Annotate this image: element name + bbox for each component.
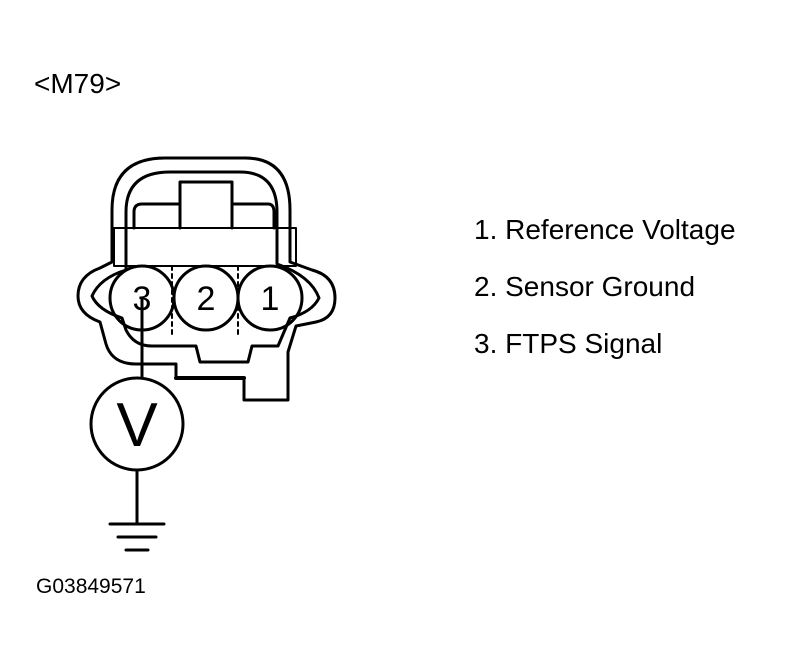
voltmeter-label: V (116, 391, 158, 460)
figure-code: G03849571 (36, 575, 146, 598)
pin-2-label: 2 (197, 280, 216, 318)
pin-1-label: 1 (261, 280, 280, 318)
ground-symbol (108, 522, 166, 552)
pin-legend: 1. Reference Voltage 2. Sensor Ground 3.… (474, 216, 736, 387)
connector-lock-tab (178, 180, 234, 230)
connector-id-label: <M79> (34, 68, 122, 99)
legend-item-2: 2. Sensor Ground (474, 271, 696, 302)
legend-item-3: 3. FTPS Signal (474, 328, 663, 359)
connector-key-right (230, 202, 276, 230)
connector-housing-outer (76, 156, 337, 402)
legend-item-1: 1. Reference Voltage (474, 214, 736, 245)
pin-3-label: 3 (133, 280, 152, 318)
pin-1-circle (236, 264, 304, 332)
connector-cavity-bar (113, 227, 297, 267)
connector-key-left (132, 202, 182, 230)
